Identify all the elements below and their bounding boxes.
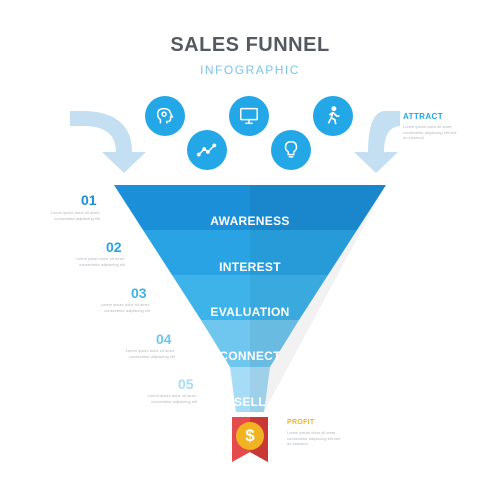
stage-label-connect: CONNECT	[219, 349, 281, 363]
attract-label: ATTRACT	[403, 112, 443, 121]
computer-monitor-icon	[229, 96, 269, 136]
walking-person-icon	[313, 96, 353, 136]
stage-desc-02: Lorem ipsum dolor sit amet, consectetur …	[75, 256, 125, 267]
stage-desc-01: Lorem ipsum dolor sit amet, consectetur …	[50, 210, 100, 221]
funnel-level-interest	[143, 230, 357, 275]
stage-desc-05: Lorem ipsum dolor sit amet, consectetur …	[147, 393, 197, 404]
funnel-level-connect	[201, 320, 299, 367]
stage-label-sell: SELL	[234, 395, 266, 409]
stage-label-interest: INTEREST	[219, 260, 281, 274]
stage-number-02: 02	[106, 239, 122, 255]
stage-desc-04: Lorem ipsum dolor sit amet, consectetur …	[125, 348, 175, 359]
profit-label: PROFIT	[287, 419, 315, 426]
attract-desc: Lorem ipsum dolor sit amet, consectetur …	[403, 124, 457, 140]
dollar-sign: $	[245, 426, 255, 445]
stage-number-05: 05	[178, 376, 194, 392]
left-arrow-icon	[70, 111, 146, 173]
light-bulb-icon	[271, 130, 311, 170]
line-chart-icon	[187, 130, 227, 170]
profit-desc: Lorem ipsum dolor sit amet, consectetur …	[287, 430, 341, 446]
page-subtitle: INFOGRAPHIC	[200, 63, 300, 77]
funnel-level-evaluation	[172, 275, 328, 320]
stage-desc-03: Lorem ipsum dolor sit amet, consectetur …	[100, 302, 150, 313]
funnel-level-awareness	[114, 185, 386, 230]
stage-label-awareness: AWARENESS	[210, 214, 290, 228]
funnel-level-sell	[230, 367, 270, 412]
stage-label-evaluation: EVALUATION	[210, 305, 290, 319]
right-arrow-icon	[354, 111, 400, 173]
stage-number-03: 03	[131, 285, 147, 301]
page-title: SALES FUNNEL	[170, 34, 330, 56]
dollar-coin-icon: $	[236, 422, 264, 450]
stage-number-01: 01	[81, 192, 97, 208]
head-gears-icon	[145, 96, 185, 136]
stage-number-04: 04	[156, 331, 172, 347]
